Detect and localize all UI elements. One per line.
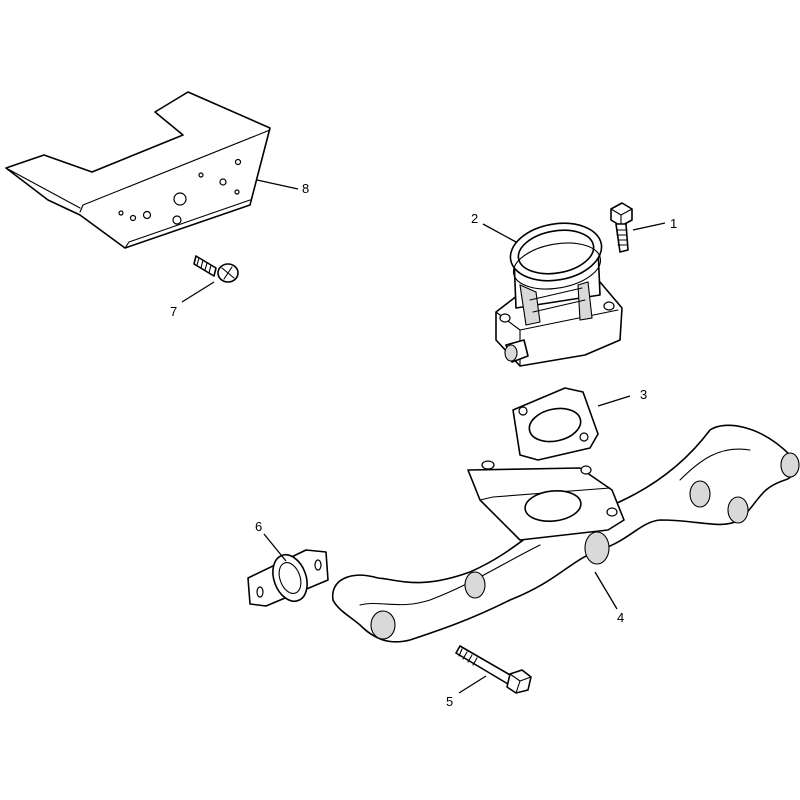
callout-4: 4 (617, 610, 624, 625)
gasket-part-3 (512, 387, 599, 461)
callout-3: 3 (640, 387, 647, 402)
bolt-part-1 (610, 202, 633, 253)
bracket-part (5, 91, 271, 249)
callout-7: 7 (170, 304, 177, 319)
gasket-part-6 (247, 549, 329, 607)
leader-line-8 (256, 179, 299, 190)
callout-5: 5 (446, 694, 453, 709)
callout-8: 8 (302, 181, 309, 196)
leader-line-6 (263, 533, 287, 562)
intake-manifold-part (332, 424, 800, 643)
leader-line-5 (458, 675, 487, 694)
callout-2: 2 (471, 211, 478, 226)
bolt-part-5 (455, 645, 532, 694)
leader-line-2 (482, 223, 517, 243)
leader-line-7 (181, 281, 215, 303)
leader-line-1 (632, 222, 666, 231)
leader-line-4 (594, 571, 618, 610)
callout-6: 6 (255, 519, 262, 534)
callout-labels: 1 2 3 4 5 6 7 8 (170, 181, 677, 709)
screw-part (193, 255, 239, 283)
leader-line-3 (597, 395, 631, 407)
intake-adapter-part (495, 222, 623, 367)
callout-1: 1 (670, 216, 677, 231)
leader-lines (181, 179, 666, 694)
